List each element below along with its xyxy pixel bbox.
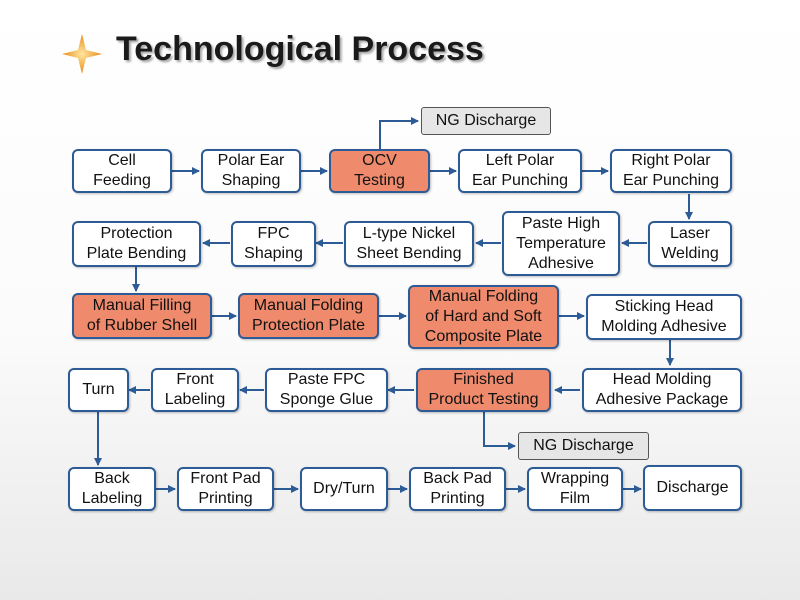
step-back-pad-printing: Back Pad Printing [409,467,506,511]
step-turn: Turn [68,368,129,412]
step-wrapping-film: Wrapping Film [527,467,623,511]
step-sticking-head-molding-adhesive: Sticking Head Molding Adhesive [586,294,742,340]
step-front-pad-printing: Front Pad Printing [177,467,274,511]
step-laser-welding: Laser Welding [648,221,732,267]
step-left-polar-ear-punching: Left Polar Ear Punching [458,149,582,193]
step-front-labeling: Front Labeling [151,368,239,412]
ng-discharge-box-ocv: NG Discharge [421,107,551,135]
step-l-type-nickel-sheet-bending: L-type Nickel Sheet Bending [344,221,474,267]
ng-discharge-box-finished-testing: NG Discharge [518,432,649,460]
step-manual-folding-composite-plate: Manual Folding of Hard and Soft Composit… [408,285,559,349]
step-right-polar-ear-punching: Right Polar Ear Punching [610,149,732,193]
step-dry-turn: Dry/Turn [300,467,388,511]
four-point-star-icon [62,34,102,74]
step-polar-ear-shaping: Polar Ear Shaping [201,149,301,193]
step-paste-fpc-sponge-glue: Paste FPC Sponge Glue [265,368,388,412]
step-manual-filling-rubber-shell: Manual Filling of Rubber Shell [72,293,212,339]
step-head-molding-adhesive-package: Head Molding Adhesive Package [582,368,742,412]
step-back-labeling: Back Labeling [68,467,156,511]
step-finished-product-testing: Finished Product Testing [416,368,551,412]
step-discharge: Discharge [643,465,742,511]
step-paste-high-temperature-adhesive: Paste High Temperature Adhesive [502,211,620,276]
step-cell-feeding: Cell Feeding [72,149,172,193]
step-manual-folding-protection-plate: Manual Folding Protection Plate [238,293,379,339]
page-title: Technological Process [116,30,484,68]
step-fpc-shaping: FPC Shaping [231,221,316,267]
step-protection-plate-bending: Protection Plate Bending [72,221,201,267]
step-ocv-testing: OCV Testing [329,149,430,193]
